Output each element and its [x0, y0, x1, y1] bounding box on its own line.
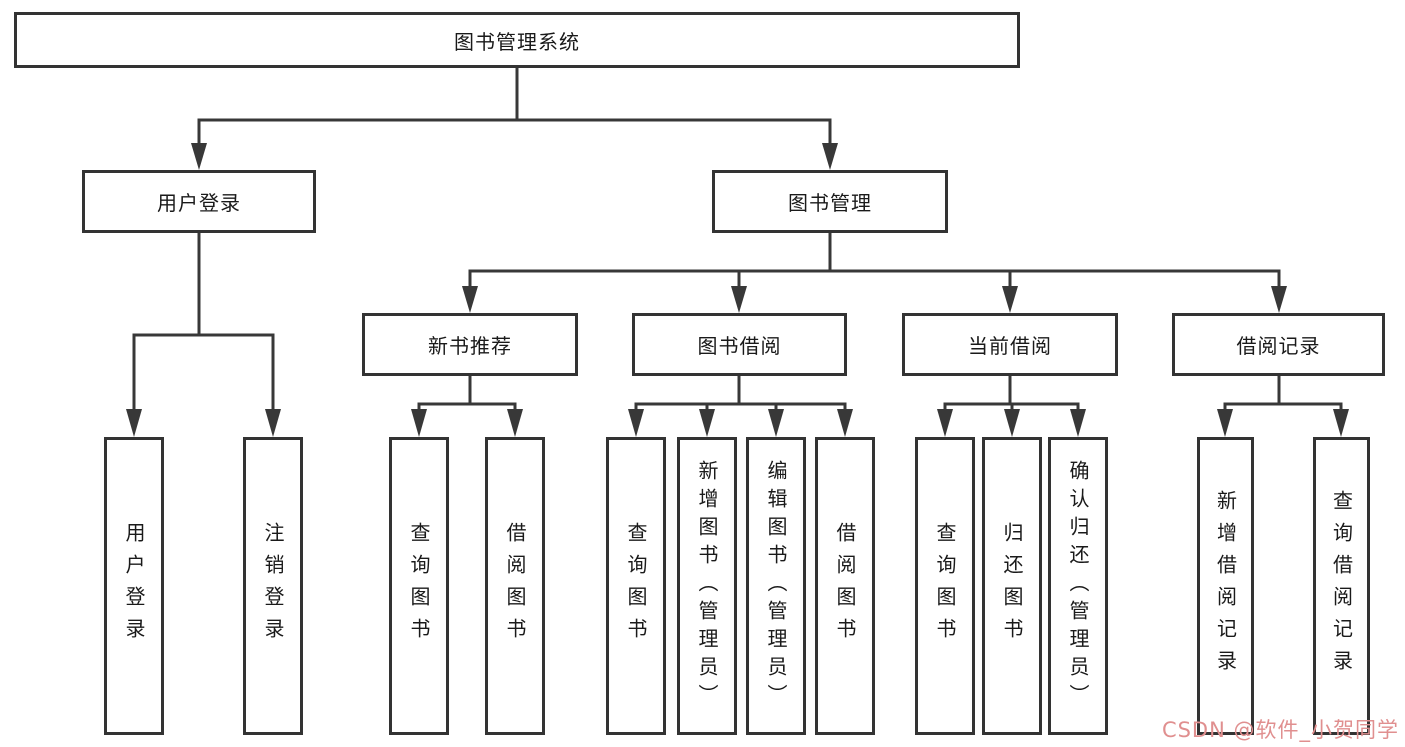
leaf-add-book-admin: 新增图书（管理员） — [677, 437, 737, 735]
node-new-book-recommend: 新书推荐 — [362, 313, 578, 376]
node-user-login: 用户登录 — [82, 170, 316, 233]
leaf-edit-book-admin: 编辑图书（管理员） — [746, 437, 806, 735]
leaf-borrow-query-book: 查询图书 — [606, 437, 666, 735]
leaf-return-book: 归还图书 — [982, 437, 1042, 735]
leaf-borrow-book: 借阅图书 — [815, 437, 875, 735]
leaf-logout: 注销登录 — [243, 437, 303, 735]
leaf-current-query-book: 查询图书 — [915, 437, 975, 735]
leaf-user-login: 用户登录 — [104, 437, 164, 735]
leaf-confirm-return-admin: 确认归还（管理员） — [1048, 437, 1108, 735]
node-borrow-records: 借阅记录 — [1172, 313, 1385, 376]
leaf-recommend-borrow-book: 借阅图书 — [485, 437, 545, 735]
node-current-borrow: 当前借阅 — [902, 313, 1118, 376]
node-book-borrow: 图书借阅 — [632, 313, 847, 376]
leaf-add-borrow-record: 新增借阅记录 — [1197, 437, 1254, 735]
leaf-recommend-query-book: 查询图书 — [389, 437, 449, 735]
watermark: CSDN @软件_小贺同学 — [1161, 718, 1399, 742]
node-root: 图书管理系统 — [14, 12, 1020, 68]
leaf-query-borrow-record: 查询借阅记录 — [1313, 437, 1370, 735]
node-book-management: 图书管理 — [712, 170, 948, 233]
